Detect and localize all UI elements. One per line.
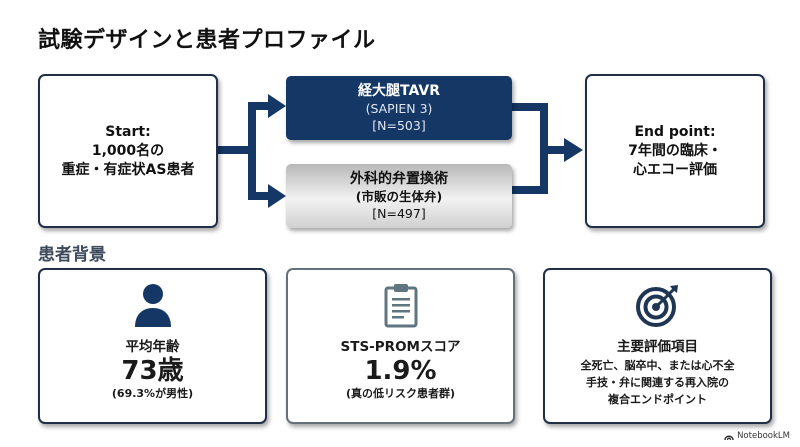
card-endpoint: 主要評価項目 全死亡、脳卒中、または心不全 手技・弁に関連する再入院の 複合エン… <box>543 268 772 424</box>
brand-watermark: NotebookLM <box>724 431 790 441</box>
connector-from-tavr <box>512 103 548 111</box>
card-age-label: 平均年齢 <box>125 339 180 355</box>
arrowhead-savr <box>268 184 286 208</box>
start-line3: 重症・有症状AS患者 <box>61 161 195 178</box>
section-title: 患者背景 <box>38 245 106 265</box>
clipboard-icon <box>383 282 419 328</box>
arm-savr-box: 外科的弁置換術 (市販の生体弁) [N=497] <box>286 164 512 228</box>
target-icon <box>635 282 681 328</box>
card-sts-label: STS-PROMスコア <box>340 339 461 355</box>
end-line3: 心エコー評価 <box>633 161 717 178</box>
start-line2: 1,000名の <box>91 142 165 159</box>
connector-start <box>216 146 252 154</box>
card-endpoint-desc-2: 手技・弁に関連する再入院の <box>586 376 729 389</box>
card-endpoint-label: 主要評価項目 <box>617 339 698 355</box>
card-age-value: 73歳 <box>121 356 184 386</box>
brand-text: NotebookLM <box>737 431 790 441</box>
end-box: End point: 7年間の臨床・ 心エコー評価 <box>585 74 765 228</box>
arrowhead-end <box>564 138 583 162</box>
connector-to-tavr <box>248 102 270 110</box>
arm-savr-n: [N=497] <box>372 206 426 221</box>
arm-savr-device: (市販の生体弁) <box>355 189 443 204</box>
arm-savr-title: 外科的弁置換術 <box>350 171 448 187</box>
card-endpoint-desc-3: 複合エンドポイント <box>608 393 707 406</box>
page-title: 試験デザインと患者プロファイル <box>38 28 376 53</box>
connector-split-vertical <box>248 102 256 200</box>
arm-tavr-box: 経大腿TAVR (SAPIEN 3) [N=503] <box>286 76 512 140</box>
arm-tavr-title: 経大腿TAVR <box>358 83 440 99</box>
connector-to-end <box>540 146 566 154</box>
end-line2: 7年間の臨床・ <box>628 142 722 159</box>
card-sts-note: (真の低リスク患者群) <box>345 387 456 400</box>
card-age-note: (69.3%が男性) <box>111 387 194 400</box>
card-sts: STS-PROMスコア 1.9% (真の低リスク患者群) <box>286 268 515 424</box>
arrowhead-tavr <box>268 94 286 118</box>
connector-to-savr <box>248 192 270 200</box>
arm-tavr-n: [N=503] <box>372 118 426 133</box>
notebooklm-logo-icon <box>724 435 734 440</box>
card-endpoint-desc-1: 全死亡、脳卒中、または心不全 <box>580 359 735 372</box>
arm-tavr-device: (SAPIEN 3) <box>365 101 433 116</box>
start-box: Start: 1,000名の 重症・有症状AS患者 <box>38 74 218 228</box>
connector-from-savr <box>512 186 548 194</box>
start-line1: Start: <box>105 123 151 140</box>
card-age: 平均年齢 73歳 (69.3%が男性) <box>38 268 267 424</box>
card-sts-value: 1.9% <box>364 356 437 386</box>
person-icon <box>131 282 175 328</box>
end-line1: End point: <box>634 123 716 140</box>
